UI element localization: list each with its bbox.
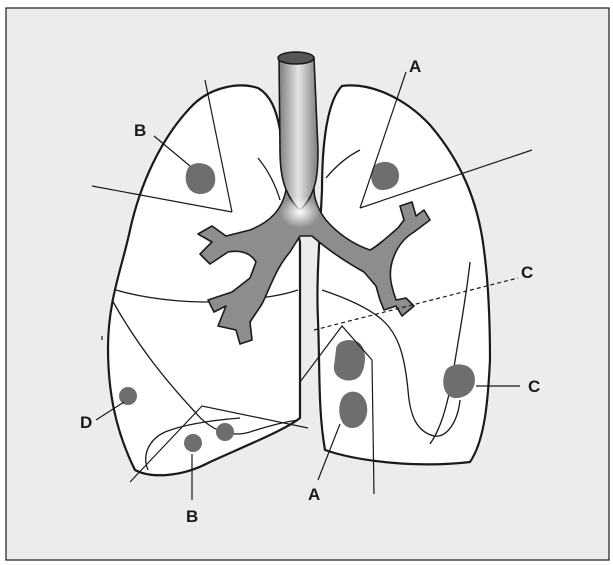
lesion-right-base-right [216, 423, 234, 441]
label-c-lower-right: C [528, 377, 540, 396]
trachea-opening [278, 52, 314, 64]
label-b-lower-left: B [186, 507, 198, 526]
label-a-upper-right: A [409, 57, 421, 76]
label-c-upper-right: C [521, 263, 533, 282]
lesion-right-upper [186, 163, 216, 194]
lesion-left-hilar-lower [339, 392, 367, 428]
carina-highlight [280, 196, 320, 228]
lesion-right-lateral [119, 387, 137, 405]
label-b-upper-left: B [134, 121, 146, 140]
label-d-left: D [80, 413, 92, 432]
label-a-bottom: A [308, 485, 320, 504]
trachea [279, 58, 318, 210]
lesion-right-base-left [184, 434, 202, 452]
